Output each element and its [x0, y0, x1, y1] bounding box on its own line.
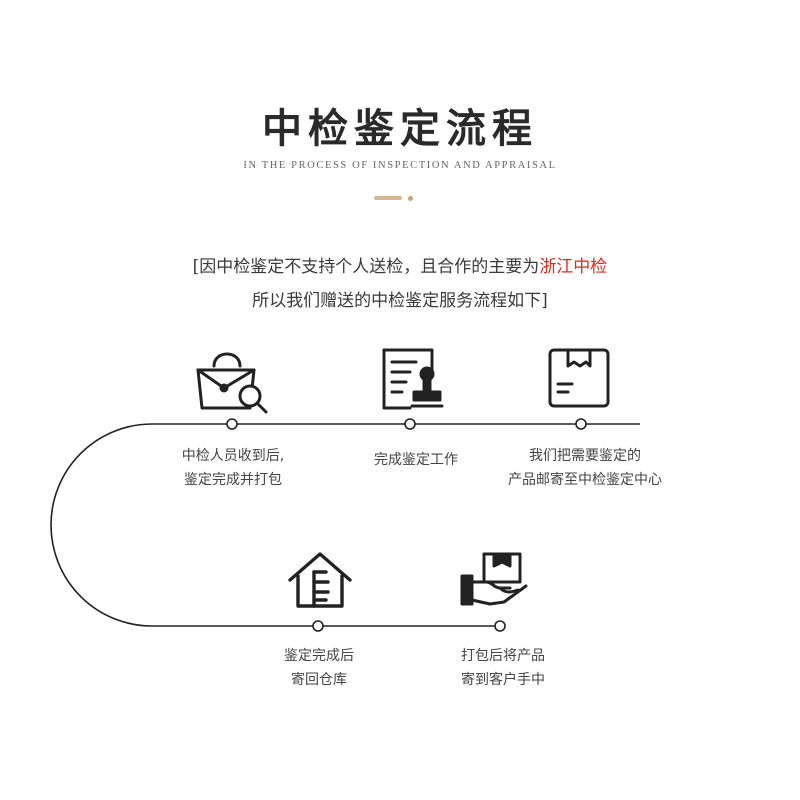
- step-3-line-2: 产品邮寄至中检鉴定中心: [508, 472, 662, 488]
- intro-line-2: 所以我们赠送的中检鉴定服务流程如下]: [252, 291, 548, 311]
- step-4-line-2: 寄回仓库: [291, 672, 347, 688]
- step-1-line-2: 鉴定完成并打包: [184, 472, 282, 488]
- step-2-line-1: 完成鉴定工作: [374, 452, 458, 468]
- hand-box-delivery-icon: [460, 548, 540, 628]
- step-5-line-2: 寄到客户手中: [461, 672, 545, 688]
- intro-line-1: [因中检鉴定不支持个人送检，且合作的主要为浙江中检: [0, 252, 800, 277]
- document-stamp-icon: [380, 346, 460, 426]
- decorative-bar: [374, 196, 402, 200]
- step-node-2: [404, 418, 416, 430]
- step-node-5: [494, 620, 506, 632]
- step-node-1: [226, 418, 238, 430]
- step-5-line-1: 打包后将产品: [461, 648, 545, 664]
- package-box-icon: [546, 346, 626, 426]
- intro-text: [因中检鉴定不支持个人送检，且合作的主要为: [192, 257, 540, 277]
- warehouse-house-icon: [286, 548, 366, 628]
- intro-highlight: 浙江中检: [539, 257, 608, 277]
- step-3-line-1: 我们把需要鉴定的: [529, 448, 641, 464]
- step-5-label: 打包后将产品 寄到客户手中: [398, 644, 608, 692]
- step-4-line-1: 鉴定完成后: [284, 648, 354, 664]
- flow-path: [50, 423, 640, 627]
- page-subtitle: IN THE PROCESS OF INSPECTION AND APPRAIS…: [243, 160, 557, 171]
- step-2-label: 完成鉴定工作: [311, 448, 521, 472]
- step-4-label: 鉴定完成后 寄回仓库: [214, 644, 424, 692]
- step-3-label: 我们把需要鉴定的 产品邮寄至中检鉴定中心: [480, 444, 690, 492]
- decorative-dot: [408, 195, 413, 201]
- step-1-line-1: 中检人员收到后,: [181, 448, 285, 464]
- bag-search-icon: [190, 340, 270, 420]
- step-node-3: [575, 418, 587, 430]
- step-1-label: 中检人员收到后, 鉴定完成并打包: [128, 444, 338, 492]
- page-title: 中检鉴定流程: [262, 105, 538, 152]
- step-node-4: [312, 620, 324, 632]
